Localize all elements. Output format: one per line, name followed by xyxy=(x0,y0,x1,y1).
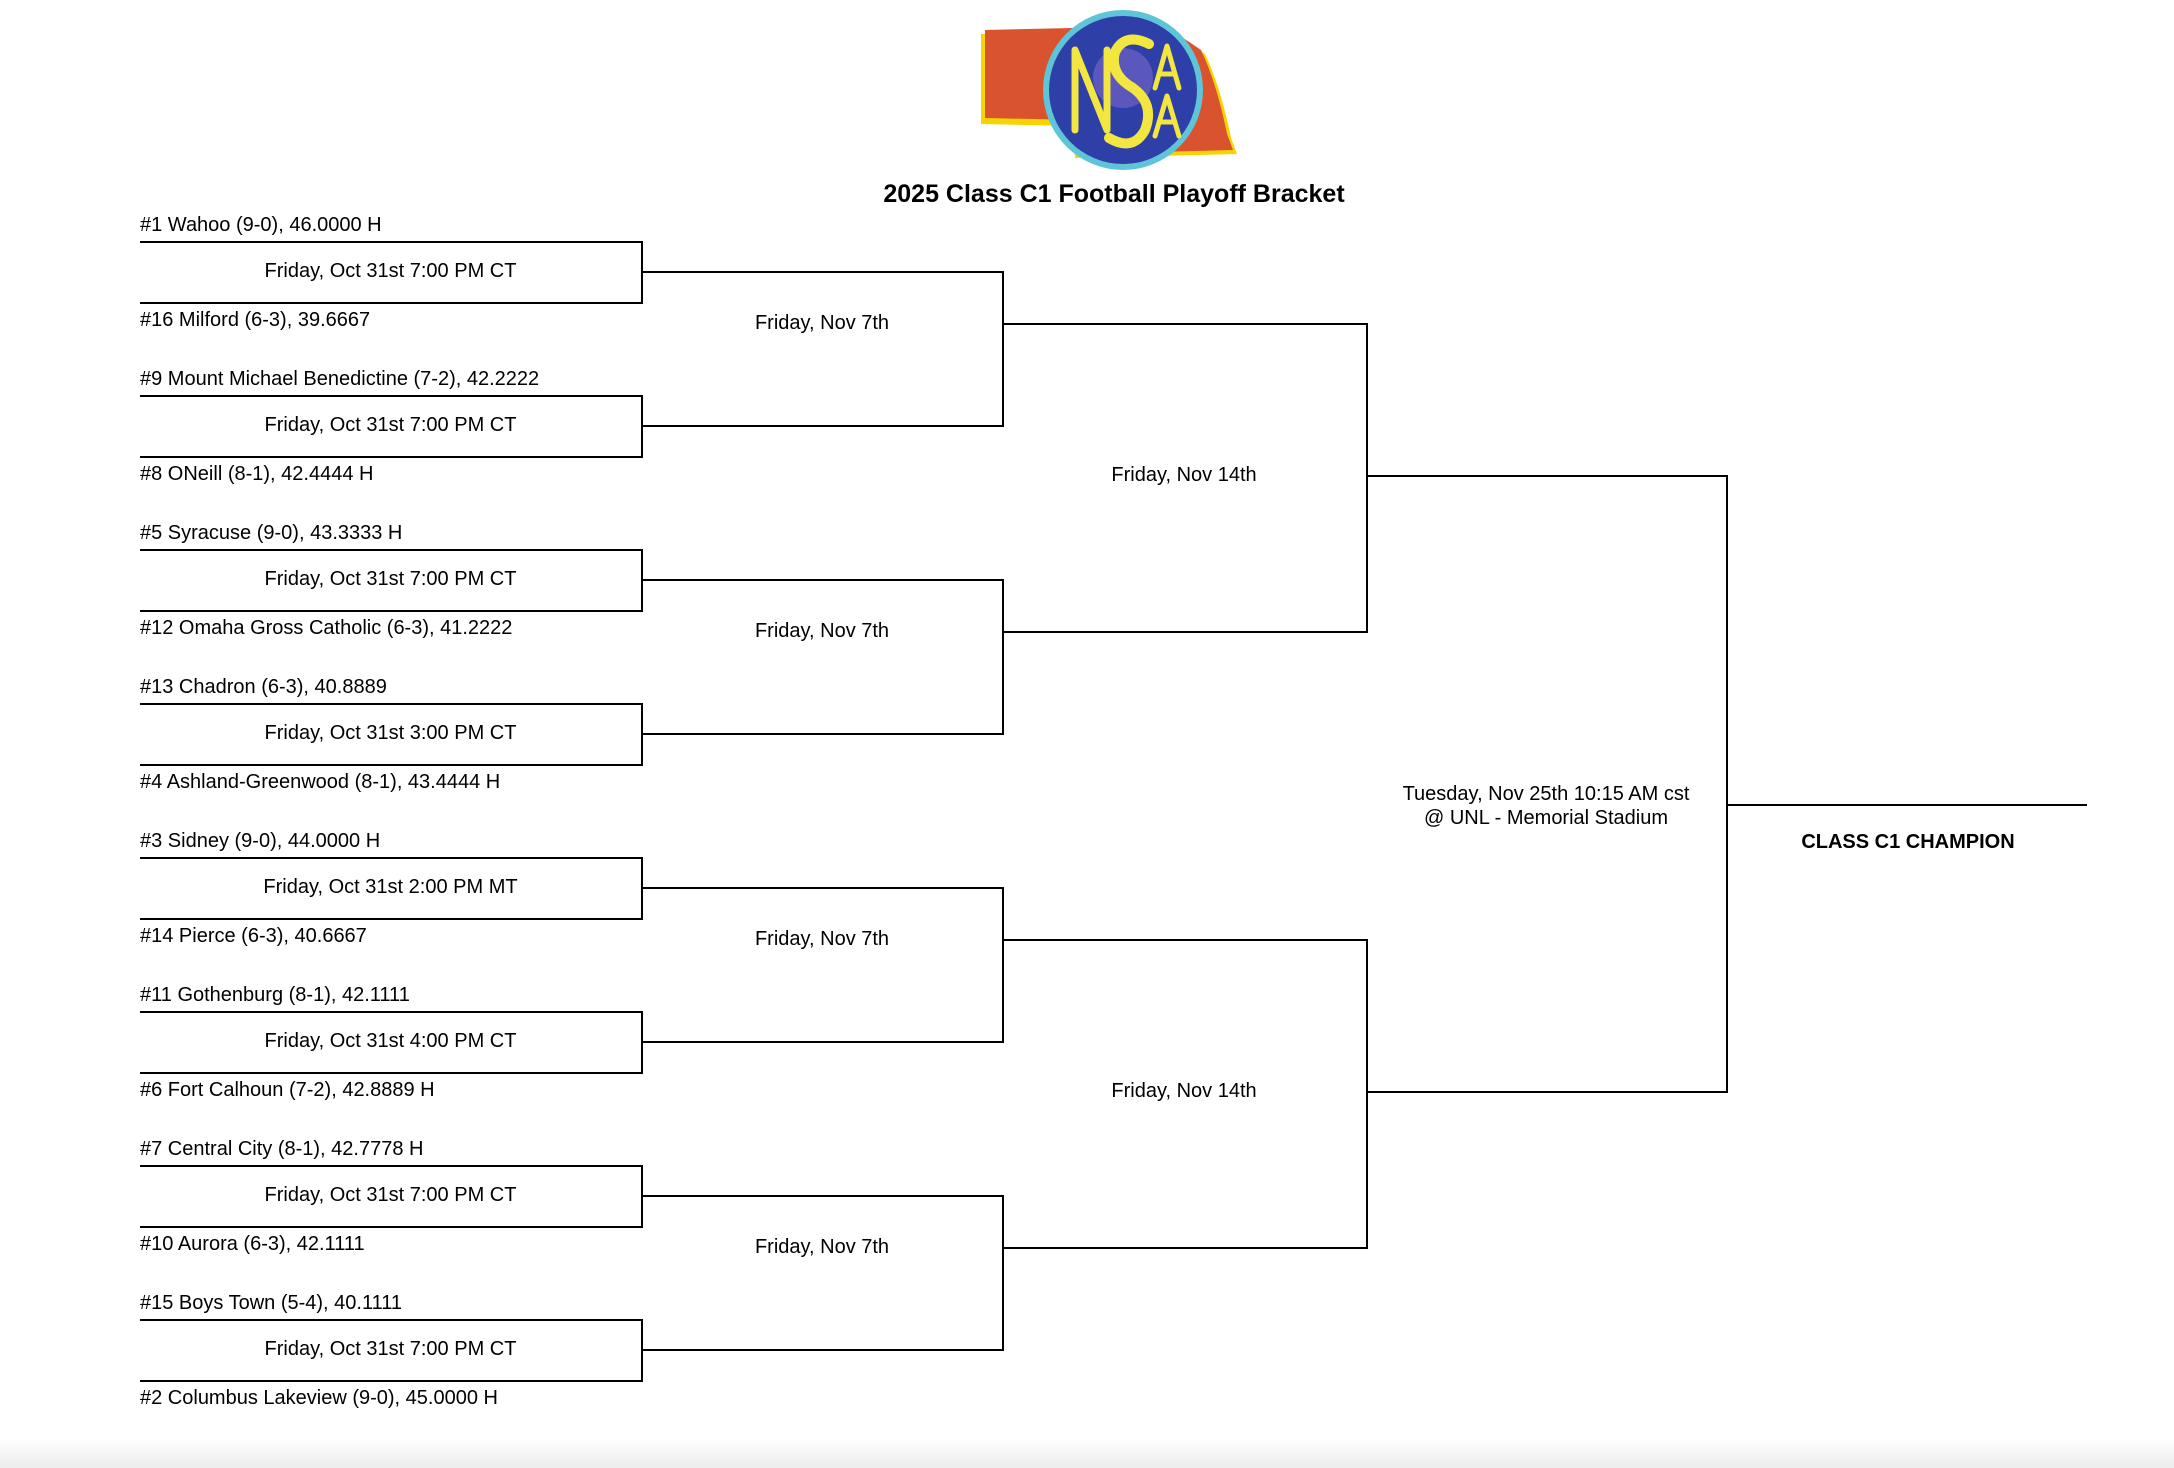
match-line-top xyxy=(140,549,641,551)
match-line-top xyxy=(140,1165,641,1167)
advance-line xyxy=(641,1195,1002,1197)
advance-line xyxy=(1002,939,1366,941)
advance-line xyxy=(641,1041,1002,1043)
game-time: Friday, Oct 31st 7:00 PM CT xyxy=(264,414,517,436)
match-line-bottom xyxy=(140,1072,643,1074)
page-title: 2025 Class C1 Football Playoff Bracket xyxy=(883,180,1345,208)
team-bottom: #10 Aurora (6-3), 42.1111 xyxy=(140,1233,365,1255)
advance-line xyxy=(1366,475,1726,477)
game-time: Friday, Oct 31st 7:00 PM CT xyxy=(264,568,517,590)
match-line-bottom xyxy=(140,456,643,458)
advance-line xyxy=(641,887,1002,889)
match-line-bottom xyxy=(140,1380,643,1382)
team-bottom: #6 Fort Calhoun (7-2), 42.8889 H xyxy=(140,1079,435,1101)
advance-line xyxy=(1002,1247,1366,1249)
game-time: Friday, Oct 31st 7:00 PM CT xyxy=(264,1338,517,1360)
match-line-top xyxy=(140,1011,641,1013)
team-top: #9 Mount Michael Benedictine (7-2), 42.2… xyxy=(140,368,540,390)
team-top: #7 Central City (8-1), 42.7778 H xyxy=(140,1138,424,1160)
advance-line xyxy=(641,733,1002,735)
final-line-side xyxy=(1726,475,1728,1093)
final-game-venue: @ UNL - Memorial Stadium xyxy=(1423,807,1669,829)
round3-line-side xyxy=(1366,939,1368,1249)
match-line-top xyxy=(140,241,641,243)
champion-label: CLASS C1 CHAMPION xyxy=(1801,831,2015,853)
game-time: Friday, Oct 31st 2:00 PM MT xyxy=(263,876,518,898)
team-top: #15 Boys Town (5-4), 40.1111 xyxy=(140,1292,403,1314)
advance-line xyxy=(641,425,1002,427)
team-bottom: #14 Pierce (6-3), 40.6667 xyxy=(140,925,367,947)
team-bottom: #16 Milford (6-3), 39.6667 xyxy=(140,309,371,331)
round2-line-side xyxy=(1002,887,1004,1043)
round2-date: Friday, Nov 7th xyxy=(754,312,890,334)
game-time: Friday, Oct 31st 3:00 PM CT xyxy=(264,722,517,744)
match-line-top xyxy=(140,1319,641,1321)
team-bottom: #12 Omaha Gross Catholic (6-3), 41.2222 xyxy=(140,617,513,639)
round2-line-side xyxy=(1002,579,1004,735)
match-line-bottom xyxy=(140,302,643,304)
team-top: #3 Sidney (9-0), 44.0000 H xyxy=(140,830,381,852)
match-line-bottom xyxy=(140,764,643,766)
game-time: Friday, Oct 31st 4:00 PM CT xyxy=(264,1030,517,1052)
advance-line xyxy=(1002,631,1366,633)
match-line-bottom xyxy=(140,1226,643,1228)
advance-line xyxy=(1002,323,1366,325)
team-bottom: #4 Ashland-Greenwood (8-1), 43.4444 H xyxy=(140,771,501,793)
team-top: #11 Gothenburg (8-1), 42.1111 xyxy=(140,984,410,1006)
champion-line xyxy=(1726,804,2087,806)
final-game-date: Tuesday, Nov 25th 10:15 AM cst xyxy=(1402,783,1690,805)
round2-date: Friday, Nov 7th xyxy=(754,620,890,642)
round2-line-side xyxy=(1002,271,1004,427)
round2-line-side xyxy=(1002,1195,1004,1351)
match-line-bottom xyxy=(140,918,643,920)
advance-line xyxy=(1366,1091,1726,1093)
round2-date: Friday, Nov 7th xyxy=(754,928,890,950)
team-bottom: #2 Columbus Lakeview (9-0), 45.0000 H xyxy=(140,1387,498,1409)
match-line-bottom xyxy=(140,610,643,612)
match-line-top xyxy=(140,395,641,397)
round3-line-side xyxy=(1366,323,1368,633)
team-top: #13 Chadron (6-3), 40.8889 xyxy=(140,676,387,698)
advance-line xyxy=(641,1349,1002,1351)
advance-line xyxy=(641,271,1002,273)
game-time: Friday, Oct 31st 7:00 PM CT xyxy=(264,260,517,282)
round3-date: Friday, Nov 14th xyxy=(1111,1080,1257,1102)
team-top: #1 Wahoo (9-0), 46.0000 H xyxy=(140,214,382,236)
game-time: Friday, Oct 31st 7:00 PM CT xyxy=(264,1184,517,1206)
nsaa-logo xyxy=(975,8,1251,172)
team-bottom: #8 ONeill (8-1), 42.4444 H xyxy=(140,463,374,485)
round3-date: Friday, Nov 14th xyxy=(1111,464,1257,486)
advance-line xyxy=(641,579,1002,581)
match-line-top xyxy=(140,857,641,859)
round2-date: Friday, Nov 7th xyxy=(754,1236,890,1258)
page-bottom-fade xyxy=(0,1438,2174,1468)
match-line-top xyxy=(140,703,641,705)
team-top: #5 Syracuse (9-0), 43.3333 H xyxy=(140,522,403,544)
